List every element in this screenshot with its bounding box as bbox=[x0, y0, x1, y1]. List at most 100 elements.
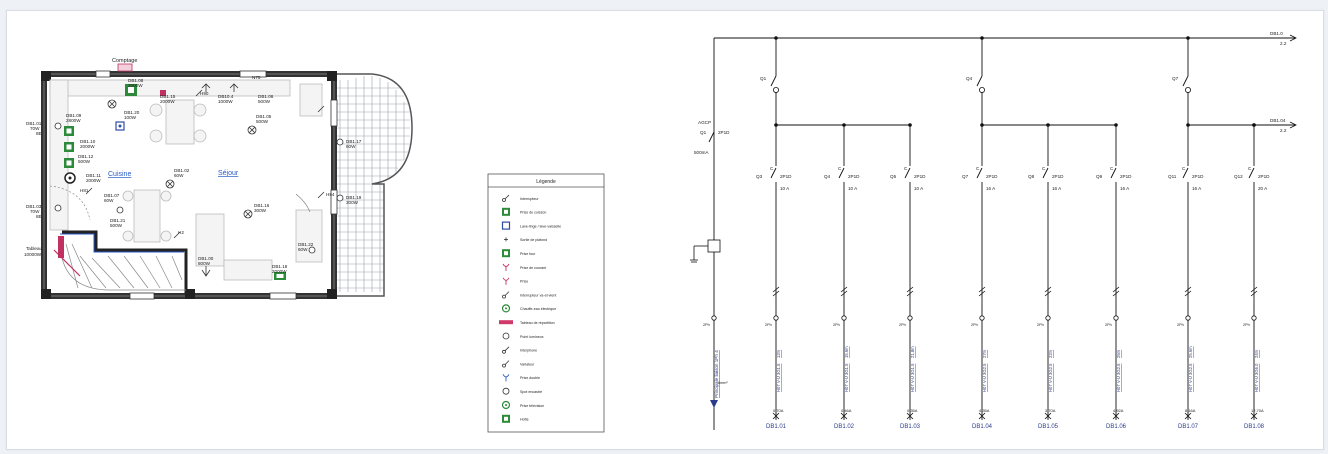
h2-label: H2 bbox=[178, 230, 184, 235]
breaker-rating: 10 A bbox=[914, 186, 924, 191]
db111-label: DB1.11 bbox=[86, 173, 101, 178]
db121-label: DB1.21 bbox=[110, 218, 126, 223]
breaker-ref: Q9 bbox=[1096, 174, 1103, 179]
legend-item: Prise télévision bbox=[501, 400, 544, 410]
section-tag: 2Ph bbox=[899, 323, 906, 327]
db101-w: 70W bbox=[30, 126, 40, 131]
legend-item-label: Variateur bbox=[520, 362, 535, 366]
diff-rating: 500mA bbox=[694, 150, 709, 155]
breaker-rating: 16 A bbox=[1052, 186, 1062, 191]
breaker-type: 2P1D bbox=[848, 174, 860, 179]
n75-label: N75 bbox=[252, 75, 261, 80]
db118-label: DB1.18 bbox=[272, 264, 288, 269]
cable-spec: H07 V-U 3G1.5 bbox=[776, 363, 781, 392]
breaker-ref: Q8 bbox=[1028, 174, 1035, 179]
tableau-power: 10000W bbox=[24, 252, 42, 257]
legend-item: Interrupteur bbox=[502, 194, 539, 202]
cable-length: 12m bbox=[776, 349, 781, 358]
cable-spec: H07 V-U 3G1.5 bbox=[910, 363, 915, 392]
legend-item: Prise four bbox=[502, 249, 536, 258]
curve-label: C bbox=[1042, 166, 1046, 171]
socket-plain-icon bbox=[502, 277, 510, 285]
circuit-labels: Tableau 10000W N75 H81 H90 H84 H2 DB1.01… bbox=[24, 75, 362, 274]
main-switch-ref: Q1 bbox=[760, 76, 767, 81]
main-switch: Q7 bbox=[1172, 36, 1192, 125]
legend-item-label: Prise télévision bbox=[520, 404, 544, 408]
cable-spec: H07 V-U 3G1.5 bbox=[844, 363, 849, 392]
db112-w: 500W bbox=[78, 159, 91, 164]
earth-label: Principale liaison 1Ph 4 bbox=[714, 350, 719, 398]
cable-length: 25m bbox=[1116, 349, 1121, 358]
curve-label: C bbox=[1110, 166, 1114, 171]
section-tag: 2Ph bbox=[1243, 323, 1250, 327]
feed-mid-ref: DB1.04 bbox=[1270, 118, 1286, 123]
tv-socket-icon bbox=[501, 400, 511, 410]
wall-light-icon bbox=[504, 237, 508, 242]
db116-label: DB1.16 bbox=[254, 203, 270, 208]
hood-icon bbox=[274, 272, 286, 280]
circuit-ref: DB1.08 bbox=[1244, 424, 1265, 430]
db116-w: 300W bbox=[254, 208, 267, 213]
breaker-type: 2P1D bbox=[986, 174, 998, 179]
circuit-ref: DB1.02 bbox=[834, 424, 855, 430]
breaker-ref: Q5 bbox=[890, 174, 897, 179]
legend-item: Hotte bbox=[502, 414, 529, 423]
main-switch: Q1 bbox=[760, 36, 780, 125]
db106-w: 500W bbox=[258, 99, 271, 104]
breaker-type: 2P1D bbox=[1052, 174, 1064, 179]
floor-plan: Cuisine Séjour Comptage Tableau 10000W N… bbox=[24, 58, 413, 300]
cable-length: 15.6m bbox=[844, 346, 849, 358]
db103-label: DB1.03 bbox=[26, 204, 42, 209]
water-heater-icon bbox=[501, 304, 511, 313]
legend-item-label: Prise double bbox=[520, 376, 540, 380]
section-tag: 2Ph bbox=[765, 323, 772, 327]
db100-label: DB1.00 bbox=[198, 256, 214, 261]
earth-note: 6mm² bbox=[718, 381, 728, 385]
room-label-sejour: Séjour bbox=[218, 170, 239, 177]
db109-w: 2800W bbox=[66, 118, 81, 123]
db122-w: 60W bbox=[298, 247, 308, 252]
breaker-ref: Q12 bbox=[1234, 174, 1243, 179]
db119-w: 300W bbox=[346, 200, 359, 205]
oven-icon-1 bbox=[64, 126, 74, 136]
curve-label: C bbox=[904, 166, 908, 171]
washer-icon bbox=[501, 221, 511, 230]
db117-label: DB1.17 bbox=[346, 139, 362, 144]
legend-item-label: Interphone bbox=[520, 349, 537, 353]
curve-label: C bbox=[976, 166, 980, 171]
cable-spec: H07 V-U 3G2.5 bbox=[1188, 363, 1193, 392]
breaker-rating: 10 A bbox=[848, 186, 858, 191]
water-heater-icon bbox=[64, 172, 76, 184]
db101-x: 8E bbox=[36, 131, 42, 136]
curve-label: C bbox=[1182, 166, 1186, 171]
legend-item-label: Chauffe-eau électrique bbox=[520, 307, 556, 311]
section-tag: 2Ph bbox=[971, 323, 978, 327]
legend-item: Spot encastré bbox=[502, 387, 542, 395]
current-value: 0.70A bbox=[773, 408, 784, 413]
meter-block: Comptage bbox=[112, 58, 137, 72]
breaker-rating: 16 A bbox=[1120, 186, 1130, 191]
two-way-switch-icon bbox=[502, 291, 510, 299]
staircase bbox=[59, 239, 186, 291]
legend-item-label: Prise de cuisson bbox=[520, 211, 546, 215]
comptage-label: Comptage bbox=[112, 58, 137, 64]
cable-spec: H07 V-U 3G2.5 bbox=[1048, 363, 1053, 392]
terrace-grid bbox=[332, 73, 413, 297]
current-value: 0.35A bbox=[907, 408, 918, 413]
legend-item: Tableau de répartition bbox=[499, 320, 555, 325]
db102-w: 60W bbox=[174, 173, 184, 178]
breaker-type: 2P1D bbox=[914, 174, 926, 179]
legend-item: Sortie de plafond bbox=[504, 237, 547, 242]
db103-x: 8E bbox=[36, 214, 42, 219]
db109-label: DB1.09 bbox=[66, 113, 82, 118]
legend-item-label: Lave-linge / lave-vaisselle bbox=[520, 224, 561, 228]
current-value: 12.70A bbox=[1251, 408, 1264, 413]
feed-top-ref: DB1.0 bbox=[1270, 31, 1283, 36]
legend-item-label: Hotte bbox=[520, 418, 529, 422]
